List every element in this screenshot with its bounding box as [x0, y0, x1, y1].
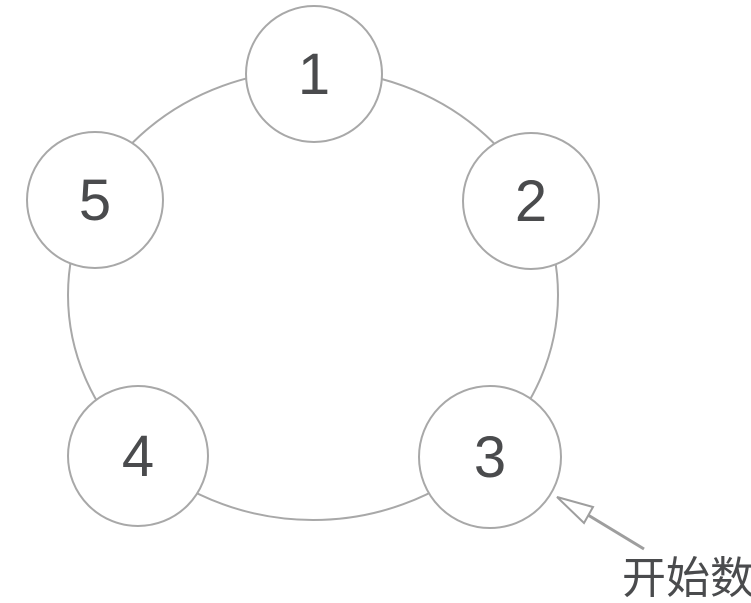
node-3: 3	[418, 385, 562, 529]
node-4: 4	[67, 385, 209, 527]
arrow-shaft	[587, 513, 645, 551]
arrow-head-icon	[556, 496, 595, 525]
node-2-label: 2	[515, 169, 547, 234]
node-4-label: 4	[122, 424, 154, 489]
node-1: 1	[245, 5, 383, 143]
annotation-arrow	[556, 496, 645, 551]
node-3-circle	[418, 385, 562, 529]
node-1-circle	[245, 5, 383, 143]
node-5-label: 5	[79, 168, 111, 233]
node-2-circle	[462, 132, 600, 270]
node-3-label: 3	[474, 425, 506, 490]
node-1-label: 1	[298, 42, 330, 107]
node-2: 2	[462, 132, 600, 270]
node-4-circle	[67, 385, 209, 527]
node-5: 5	[26, 131, 164, 269]
annotation-label: 开始数	[622, 554, 751, 603]
node-5-circle	[26, 131, 164, 269]
